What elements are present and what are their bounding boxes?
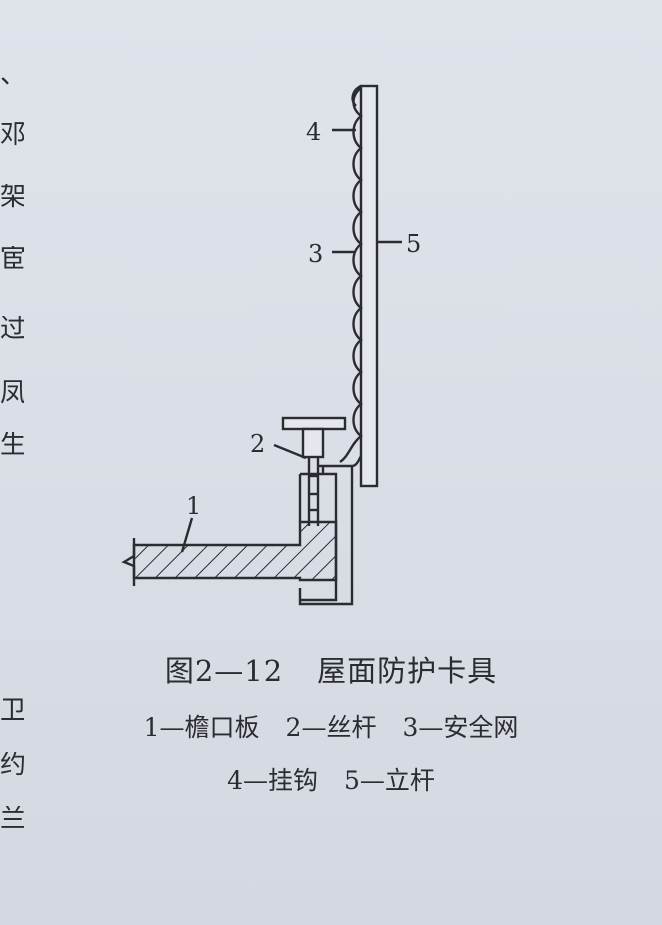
legend-line: 1—檐口板 2—丝杆 3—安全网 — [0, 708, 662, 744]
leader-line-2 — [273, 443, 307, 460]
margin-text-char: 凤 — [0, 380, 24, 406]
margin-text-char: 兰 — [0, 806, 24, 832]
figure-caption: 图2—12 屋面防护卡具 — [0, 648, 662, 690]
part-label-2: 2 — [250, 430, 265, 458]
margin-text-char: 卫 — [0, 698, 24, 724]
figure-title: 屋面防护卡具 — [317, 654, 498, 688]
legend-item-hook: 4—挂钩 — [227, 766, 318, 795]
part-label-1: 1 — [186, 492, 201, 520]
part-label-3: 3 — [308, 240, 323, 268]
margin-text-char: 约 — [0, 752, 24, 778]
margin-text-char: 过 — [0, 316, 24, 342]
margin-text-char: 、 — [0, 62, 24, 88]
margin-text-char: 架 — [0, 184, 24, 210]
hook — [351, 84, 362, 107]
legend-item-vertical-pole: 5—立杆 — [344, 766, 435, 795]
legend-line: 4—挂钩 5—立杆 — [0, 761, 662, 797]
margin-text-char: 宦 — [0, 246, 24, 272]
legend-item-screw-rod: 2—丝杆 — [285, 713, 377, 742]
figure-number: 图2—12 — [164, 654, 284, 688]
safety-net — [339, 87, 363, 463]
part-label-4: 4 — [306, 118, 321, 146]
margin-text-char: 邓 — [0, 122, 24, 148]
screw-rod — [281, 416, 347, 526]
part-label-5: 5 — [406, 230, 421, 258]
legend-item-eave-board: 1—檐口板 — [143, 713, 260, 742]
break-line — [121, 538, 136, 586]
vertical-pole — [359, 84, 379, 488]
legend-item-safety-net: 3—安全网 — [402, 713, 519, 742]
eave-board — [132, 520, 338, 582]
leader-line-1 — [180, 517, 194, 553]
margin-text-char: 生 — [0, 432, 24, 458]
